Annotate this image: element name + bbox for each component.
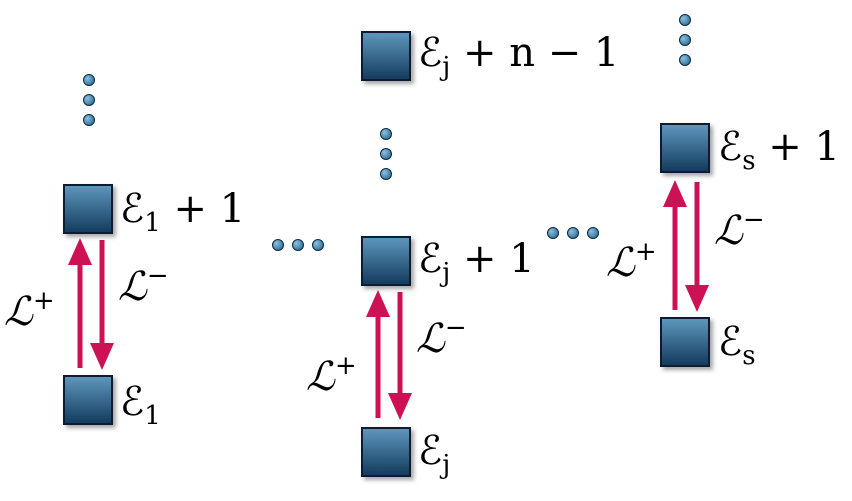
- ellipsis-dot: [679, 34, 691, 46]
- ellipsis-dot: [380, 168, 392, 180]
- vertical-ellipsis-cols: [679, 14, 691, 66]
- energy-level-box: [63, 375, 113, 425]
- energy-level-box: [660, 317, 710, 367]
- level-label-ej-plus-1: ℰj + 1: [418, 236, 535, 288]
- level-label-e1: ℰ1: [120, 379, 161, 431]
- ellipsis-dot: [292, 239, 304, 251]
- vertical-ellipsis-colj: [380, 128, 392, 180]
- level-label-es-plus-1: ℰs + 1: [718, 124, 840, 176]
- ellipsis-dot: [679, 14, 691, 26]
- ellipsis-dot: [547, 227, 559, 239]
- ellipsis-dot: [567, 227, 579, 239]
- ellipsis-dot: [380, 128, 392, 140]
- ellipsis-dot: [272, 239, 284, 251]
- energy-level-box: [361, 236, 411, 286]
- ellipsis-dot: [83, 74, 95, 86]
- raising-operator-label: ℒ+: [306, 351, 357, 400]
- ladder-column-s: ℰs + 1 ℒ+ ℒ− ℰs: [606, 14, 840, 371]
- level-label-ej-plus-n-minus-1: ℰj + n − 1: [418, 30, 619, 82]
- ellipsis-dot: [83, 114, 95, 126]
- lower-arrow: [685, 182, 709, 312]
- vertical-ellipsis-col1: [83, 74, 95, 126]
- level-label-es: ℰs: [718, 319, 756, 371]
- ladder-column-1: ℰ1 + 1 ℒ+ ℒ− ℰ1: [4, 74, 245, 431]
- energy-level-box: [361, 427, 411, 477]
- ellipsis-dot: [312, 239, 324, 251]
- raising-operator-label: ℒ+: [606, 237, 657, 286]
- raising-operator-label: ℒ+: [4, 286, 55, 335]
- lowering-operator-label: ℒ−: [416, 313, 467, 362]
- energy-level-box: [63, 184, 113, 234]
- ellipsis-dot: [83, 94, 95, 106]
- horizontal-ellipsis-right: [547, 227, 599, 239]
- energy-level-box: [660, 123, 710, 173]
- level-label-e1-plus-1: ℰ1 + 1: [120, 186, 245, 238]
- raise-arrow: [68, 238, 92, 368]
- level-label-ej: ℰj: [418, 428, 450, 480]
- lower-arrow: [90, 240, 114, 370]
- lowering-operator-label: ℒ−: [714, 205, 765, 254]
- raise-arrow: [366, 290, 390, 418]
- lower-arrow: [388, 292, 412, 420]
- ellipsis-dot: [679, 54, 691, 66]
- horizontal-ellipsis-left: [272, 239, 324, 251]
- ladder-column-j: ℰj + n − 1 ℰj + 1 ℒ+ ℒ− ℰj: [306, 30, 619, 480]
- ellipsis-dot: [587, 227, 599, 239]
- energy-level-box: [361, 31, 411, 81]
- ellipsis-dot: [380, 148, 392, 160]
- lowering-operator-label: ℒ−: [118, 261, 169, 310]
- raise-arrow: [663, 180, 687, 310]
